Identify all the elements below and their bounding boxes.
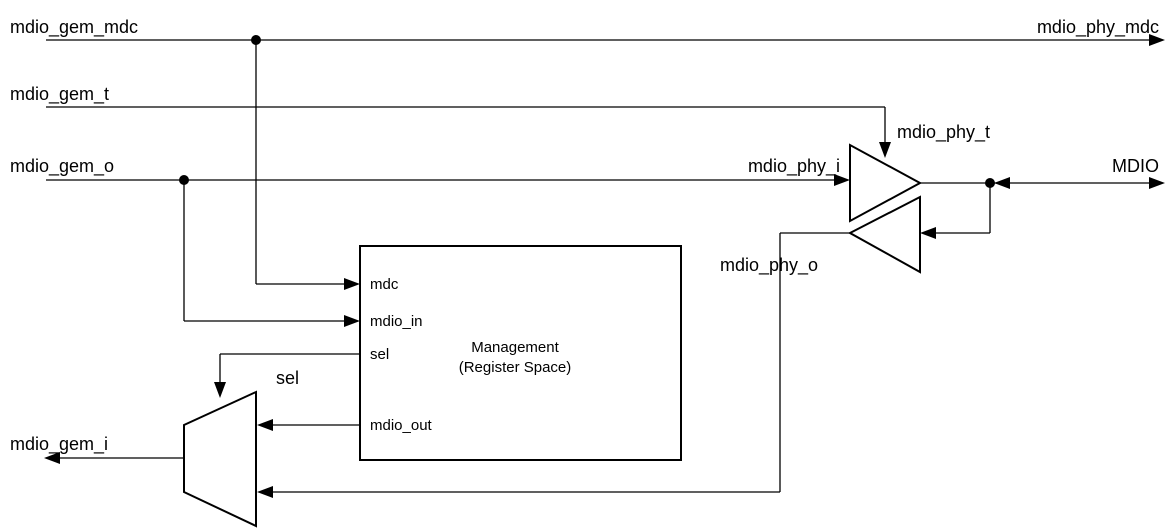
arrow-mdio-out xyxy=(1149,177,1165,189)
label-mdio-phy-mdc: mdio_phy_mdc xyxy=(1037,17,1159,38)
label-mdio-phy-t: mdio_phy_t xyxy=(897,122,990,143)
arrow-phy-t xyxy=(879,142,891,158)
management-subtitle: (Register Space) xyxy=(459,359,572,376)
label-mdio-gem-mdc: mdio_gem_mdc xyxy=(10,17,138,38)
arrow-input-buffer xyxy=(920,227,936,239)
port-sel: sel xyxy=(370,346,389,363)
label-mdio: MDIO xyxy=(1112,156,1159,176)
output-buffer xyxy=(849,143,923,223)
port-mdc: mdc xyxy=(370,276,399,293)
arrow-mdio-in-port xyxy=(344,315,360,327)
management-block xyxy=(359,245,682,461)
label-mdio-phy-o: mdio_phy_o xyxy=(720,255,818,276)
input-buffer xyxy=(847,195,921,274)
label-mdio-gem-t: mdio_gem_t xyxy=(10,84,109,105)
arrow-gem-i xyxy=(44,452,60,464)
management-title: Management xyxy=(471,339,559,356)
arrow-mux-input-phy xyxy=(257,486,273,498)
label-mdio-phy-i: mdio_phy_i xyxy=(748,156,840,177)
multiplexer xyxy=(183,390,257,528)
arrow-mux-input-mgmt xyxy=(257,419,273,431)
arrow-sel xyxy=(214,382,226,398)
label-mdio-gem-o: mdio_gem_o xyxy=(10,156,114,177)
junction-mdc xyxy=(251,35,261,45)
arrow-mdc-port xyxy=(344,278,360,290)
arrow-mdio-phy-mdc xyxy=(1149,34,1165,46)
port-mdio-out: mdio_out xyxy=(370,417,433,434)
port-mdio-in: mdio_in xyxy=(370,313,423,330)
label-sel: sel xyxy=(276,368,299,388)
arrow-mdio-in-bidir xyxy=(994,177,1010,189)
arrow-phy-i xyxy=(834,174,850,186)
label-mdio-gem-i: mdio_gem_i xyxy=(10,434,108,455)
